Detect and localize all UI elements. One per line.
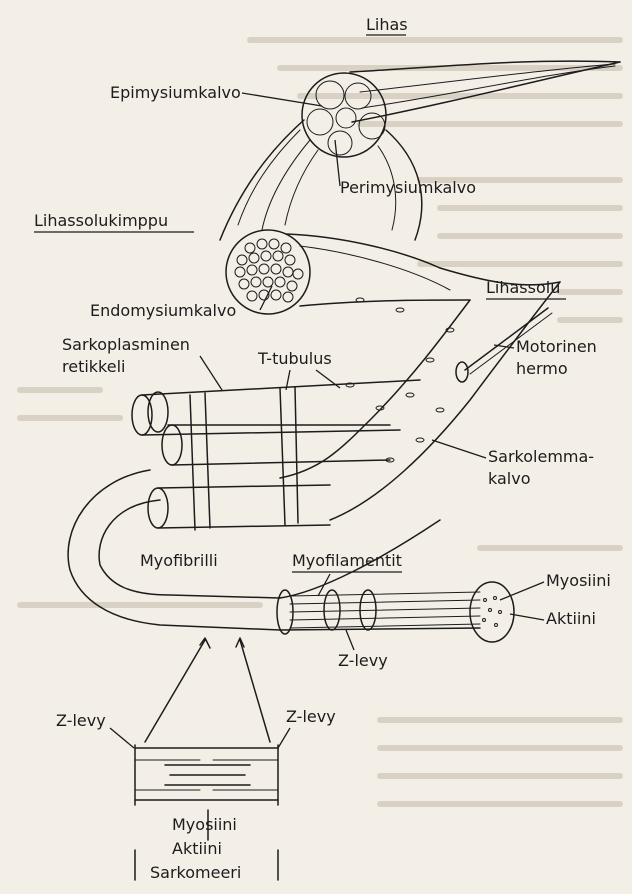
label-retikkeli: retikkeli — [62, 357, 125, 376]
label-perimysiumkalvo: Perimysiumkalvo — [340, 178, 476, 197]
label-sarkomeeri: Sarkomeeri — [150, 863, 241, 882]
muscle-drawing — [220, 61, 620, 240]
label-hermo: hermo — [516, 359, 568, 378]
label-z-levy-myofilament: Z-levy — [338, 651, 388, 670]
label-z-levy-right: Z-levy — [286, 707, 336, 726]
label-t-tubulus: T-tubulus — [257, 349, 332, 368]
bleed-through-text — [20, 40, 620, 804]
label-sarkomeeri-aktiini: Aktiini — [172, 839, 222, 858]
label-epimysiumkalvo: Epimysiumkalvo — [110, 83, 241, 102]
label-lihassolukimppu: Lihassolukimppu — [34, 211, 168, 230]
label-lihassolu: Lihassolu — [486, 278, 560, 297]
label-sarkomeeri-myosiini: Myosiini — [172, 815, 237, 834]
label-sarkoplasminen: Sarkoplasminen — [62, 335, 190, 354]
label-kalvo: kalvo — [488, 469, 531, 488]
label-myofibrilli: Myofibrilli — [140, 551, 218, 570]
label-z-levy-left: Z-levy — [56, 711, 106, 730]
fascicle-drawing — [226, 230, 470, 314]
epimysium-cross-section — [302, 73, 386, 157]
label-motorinen: Motorinen — [516, 337, 597, 356]
label-sarkolemma: Sarkolemma- — [488, 447, 594, 466]
label-aktiini: Aktiini — [546, 609, 596, 628]
label-myosiini: Myosiini — [546, 571, 611, 590]
labels: Lihas Epimysiumkalvo Perimysiumkalvo Lih… — [34, 15, 611, 882]
label-lihas: Lihas — [366, 15, 408, 34]
label-myofilamentit: Myofilamentit — [292, 551, 402, 570]
muscle-fiber-drawing — [68, 268, 560, 642]
label-endomysiumkalvo: Endomysiumkalvo — [90, 301, 236, 320]
